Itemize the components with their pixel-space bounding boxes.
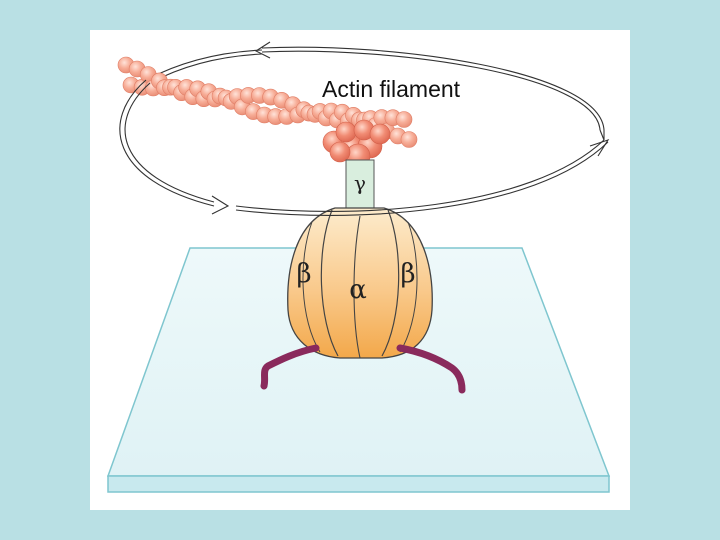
figure-panel: γ β α β (90, 30, 630, 510)
f1-motor-body: β α β (287, 207, 433, 359)
rotation-arrowheads (211, 41, 610, 215)
actin-filament-label: Actin filament (322, 76, 461, 102)
beta-label-left: β (296, 259, 311, 289)
beta-label-right: β (400, 259, 415, 289)
actin-bead-attached (329, 141, 351, 163)
actin-bead (400, 131, 418, 148)
actin-bead (395, 111, 413, 128)
gamma-label: γ (354, 171, 366, 195)
actin-filament (117, 56, 418, 169)
actin-bead-attached (369, 123, 391, 145)
rotation-arrow-front (119, 79, 609, 216)
f1-atpase-diagram: γ β α β (106, 41, 611, 493)
anchor-tags (260, 344, 466, 394)
alpha-label: α (349, 275, 367, 305)
actin-bead-attached (335, 121, 357, 143)
glass-slide (106, 247, 611, 493)
